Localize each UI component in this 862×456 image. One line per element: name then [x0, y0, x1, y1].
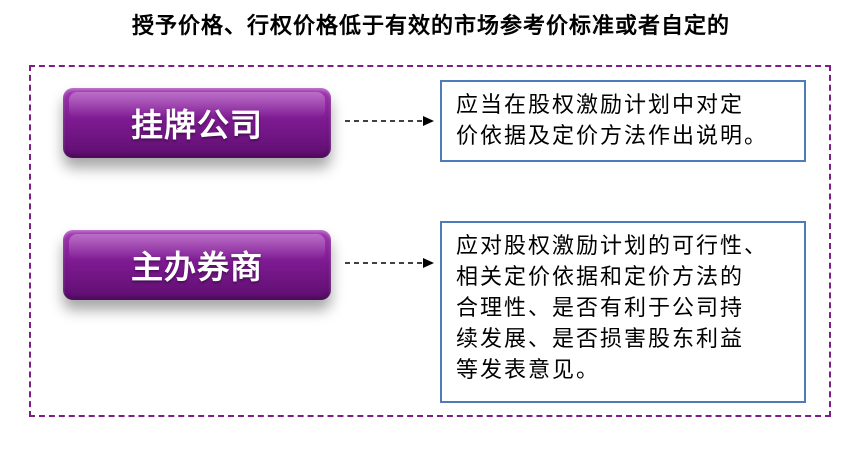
note-line: 相关定价依据和定价方法的 — [456, 265, 745, 290]
note-line: 合理性、是否有利于公司持 — [456, 296, 745, 321]
note-line: 价依据及定价方法作出说明。 — [456, 124, 769, 149]
note-line: 等发表意见。 — [456, 358, 601, 383]
note-box: 应当在股权激励计划中对定 价依据及定价方法作出说明。 — [440, 80, 806, 162]
note-line: 应对股权激励计划的可行性、 — [456, 234, 769, 259]
entity-label: 挂牌公司 — [130, 106, 263, 144]
dashed-arrow — [345, 258, 434, 268]
diagram-title: 授予价格、行权价格低于有效的市场参考价标准或者自定的 — [131, 13, 730, 39]
note-line: 续发展、是否损害股东利益 — [456, 327, 745, 352]
entity-box-sponsor-broker: 主办券商 — [63, 230, 331, 300]
entity-label: 主办券商 — [130, 248, 263, 286]
note-line: 应当在股权激励计划中对定 — [456, 93, 745, 118]
note-box: 应对股权激励计划的可行性、 相关定价依据和定价方法的 合理性、是否有利于公司持 … — [440, 221, 806, 403]
entity-box-listed-company: 挂牌公司 — [63, 88, 331, 158]
dashed-frame — [29, 65, 831, 417]
dashed-arrow — [345, 116, 434, 126]
